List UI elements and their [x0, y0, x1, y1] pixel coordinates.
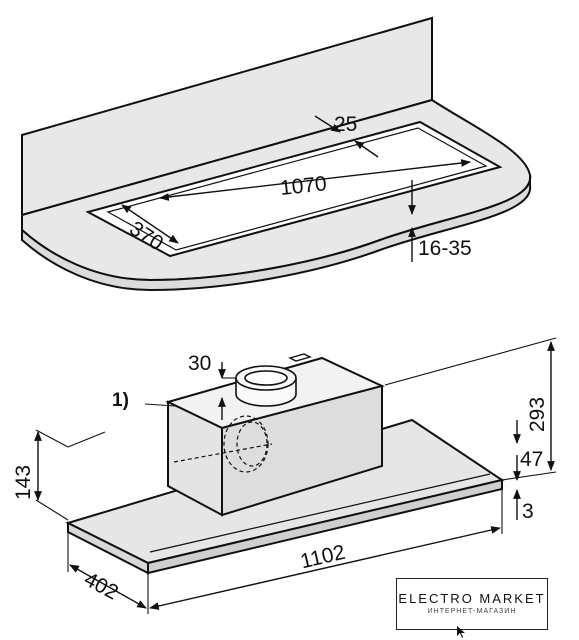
- label-25: 25: [334, 113, 357, 136]
- ext-line-143-bottom: [35, 499, 69, 521]
- bottom-dimension-lines: [34, 341, 555, 610]
- label-note-1: 1): [112, 390, 129, 411]
- side-outlet-circle: [223, 415, 269, 473]
- label-30: 30: [188, 352, 211, 375]
- side-outlet-inner: [236, 421, 268, 467]
- cursor-icon: [457, 626, 465, 638]
- cabinet-front-edge: [21, 174, 532, 292]
- label-402: 402: [80, 568, 122, 605]
- dim-line-370: [121, 204, 179, 244]
- housing-connector: [288, 353, 312, 362]
- dim-line-402: [69, 564, 147, 609]
- label-3: 3: [522, 500, 534, 523]
- dim-line-1102: [149, 526, 501, 610]
- label-16-35: 16-35: [418, 237, 472, 260]
- ext-line-143-mid: [67, 431, 106, 448]
- side-outlet-dashed: [173, 415, 273, 473]
- logo-title: ELECTRO MARKET: [398, 591, 546, 606]
- duct-collar: [235, 365, 297, 407]
- ext-line-base: [501, 471, 557, 481]
- store-logo: ELECTRO MARKET ИНТЕРНЕТ-МАГАЗИН: [396, 578, 548, 630]
- logo-subtitle: ИНТЕРНЕТ-МАГАЗИН: [427, 608, 517, 615]
- dim-line-25b: [354, 140, 379, 158]
- bottom-extension-lines: [35, 337, 557, 614]
- label-293: 293: [526, 397, 549, 432]
- label-47: 47: [520, 448, 543, 471]
- dim-line-1070: [159, 159, 471, 201]
- label-1070: 1070: [279, 172, 328, 200]
- label-1102: 1102: [298, 541, 347, 574]
- dim-line-25a: [314, 115, 341, 133]
- top-dimension-lines: [121, 115, 471, 262]
- label-143: 143: [12, 465, 35, 500]
- ext-line-143-top: [35, 429, 69, 448]
- duct-collar-inner: [244, 370, 288, 386]
- leader-note: [144, 403, 176, 407]
- ext-line-293-top: [384, 337, 557, 386]
- side-outlet-axis: [173, 443, 273, 463]
